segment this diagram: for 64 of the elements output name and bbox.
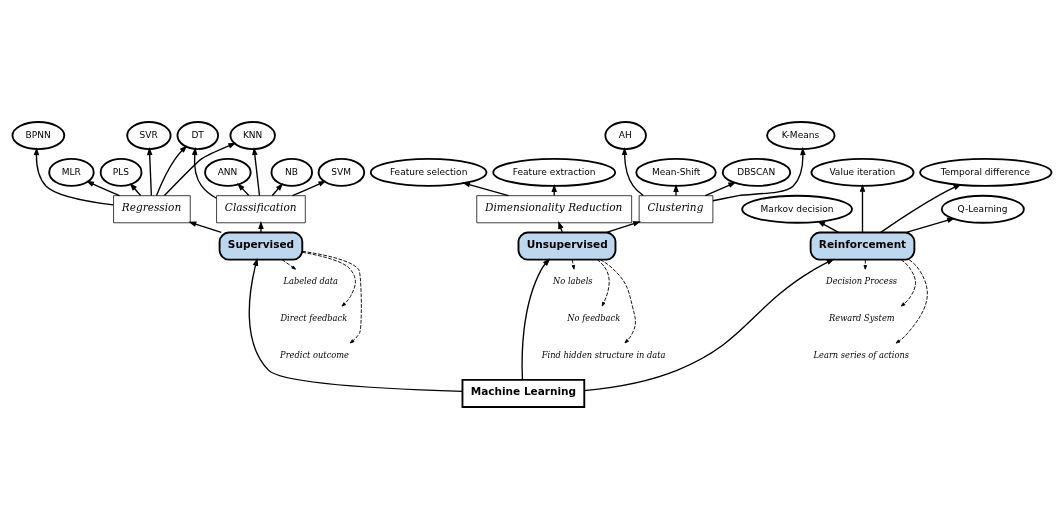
node-text: No feedback <box>567 312 621 323</box>
node-ellipse: Temporal difference <box>919 157 1053 187</box>
node-box: Machine Learning <box>461 378 586 408</box>
arrow <box>673 183 679 196</box>
node-ellipse: SVR <box>126 120 172 150</box>
node-ellipse: PLS <box>99 157 143 187</box>
arrow <box>621 146 644 196</box>
arrow <box>704 181 737 196</box>
arrow <box>900 258 916 307</box>
arrow <box>712 146 806 201</box>
node-ellipse: NB <box>270 157 313 187</box>
arrow <box>571 258 576 270</box>
node-text: Direct feedback <box>280 312 348 323</box>
arrow <box>252 146 261 196</box>
node-ellipse: Value iteration <box>810 157 915 187</box>
arrow <box>817 220 840 233</box>
node-text: Predict outcome <box>280 349 349 360</box>
node-text: Reward System <box>829 312 895 323</box>
arrow <box>863 258 868 270</box>
node-box: Dimensionality Reduction <box>476 194 633 223</box>
arrow <box>129 182 142 196</box>
arrow <box>583 258 835 391</box>
arrow <box>302 250 362 343</box>
node-text: Labeled data <box>283 275 339 286</box>
node-ellipse: K-Means <box>766 120 836 150</box>
node-box: Supervised <box>218 231 304 261</box>
arrow <box>895 258 928 343</box>
node-box: Classification <box>216 194 306 223</box>
node-box: Clustering <box>638 194 714 223</box>
node-ellipse: Feature extraction <box>492 157 617 187</box>
node-box: Regression <box>113 194 191 223</box>
arrow <box>146 146 153 196</box>
arrow <box>596 258 610 306</box>
arrow <box>258 220 264 233</box>
arrow <box>86 180 121 196</box>
node-ellipse: Markov decision <box>741 194 853 224</box>
arrow <box>271 182 284 196</box>
node-box: Reinforcement <box>809 231 916 261</box>
arrow <box>599 258 636 343</box>
arrow <box>880 183 962 233</box>
arrow <box>301 251 356 307</box>
arrow <box>606 220 642 233</box>
arrow <box>163 142 237 196</box>
arrow <box>905 217 956 233</box>
arrow <box>521 257 551 381</box>
arrow <box>33 146 114 206</box>
node-ellipse: Mean-Shift <box>635 157 717 187</box>
arrow <box>859 183 866 233</box>
node-text: No labels <box>553 275 593 286</box>
arrow <box>155 144 188 196</box>
arrow <box>291 180 327 196</box>
arrow <box>188 221 222 233</box>
node-ellipse: BPNN <box>11 120 66 150</box>
node-ellipse: ANN <box>204 157 252 187</box>
node-text: Decision Process <box>826 275 898 286</box>
arrow <box>237 182 250 196</box>
node-ellipse: AH <box>604 120 647 150</box>
arrow <box>281 258 297 270</box>
node-text: Find hidden structure in data <box>541 349 666 360</box>
node-box: Unsupervised <box>517 231 617 261</box>
arrow <box>191 146 218 199</box>
node-text: Learn series of actions <box>813 349 910 360</box>
arrow <box>248 257 464 392</box>
node-ellipse: DT <box>176 120 219 150</box>
